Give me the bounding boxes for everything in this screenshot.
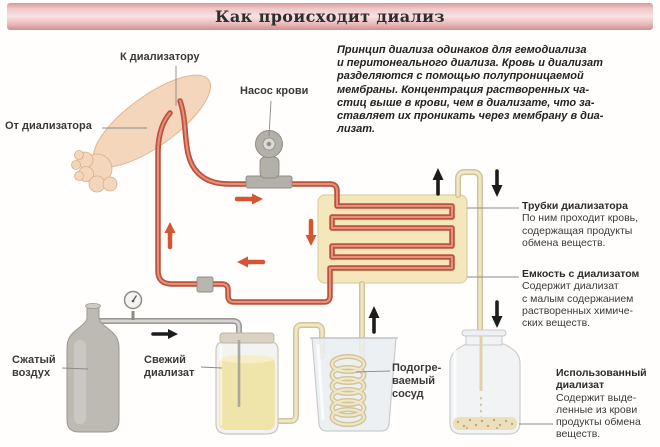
flow-arrow-down-outlet <box>491 169 503 197</box>
callout-dialysate-container-body: Содержит диализат с малым содержанием ра… <box>522 280 634 330</box>
tube-clamp <box>196 276 214 293</box>
flow-arrow-up-dialyzer <box>432 168 444 196</box>
sediment <box>453 417 517 430</box>
callout-used-dialysate-body: Содержит выде- ленные из крови продукты … <box>556 391 641 441</box>
intro-paragraph: Принцип диализа одинаков для гемодиализа… <box>337 44 604 136</box>
callout-lines <box>61 66 553 425</box>
flow-arrow-right-red <box>234 193 263 205</box>
used-dialysate-jar <box>449 329 521 435</box>
air-pipe <box>94 318 242 339</box>
compressed-air-bottle <box>66 302 120 433</box>
page-title: Как происходит диализ <box>214 7 446 26</box>
fresh-dialysate-jar <box>215 332 279 435</box>
callout-dialysate-container: Емкость с диализатом Содержит диализат с… <box>522 268 660 329</box>
flow-arrow-right-black <box>151 329 178 339</box>
flow-arrow-up-riser <box>368 306 380 334</box>
blood-pump <box>245 130 293 189</box>
callout-used-dialysate-title: Использованный диализат <box>556 367 647 392</box>
heating-coil <box>329 354 367 427</box>
flow-arrow-up-red <box>164 222 176 250</box>
blood-tube-circuit <box>155 98 455 305</box>
callout-dialyzer-tubes: Трубки диализатора По ним проходит кровь… <box>522 200 660 249</box>
fist <box>71 150 118 193</box>
label-from-dialyzer: От диализатора <box>5 120 92 132</box>
flow-arrow-down-jar <box>491 300 503 328</box>
callout-used-dialysate: Использованный диализат Содержит выде- л… <box>556 367 660 441</box>
label-blood-pump: Насос крови <box>240 85 309 97</box>
callout-dialyzer-tubes-title: Трубки диализатора <box>522 200 628 212</box>
label-heated-vessel: Подогре- ваемый сосуд <box>392 362 442 400</box>
arm-illustration <box>71 74 212 193</box>
callout-dialysate-container-title: Емкость с диализатом <box>522 268 640 280</box>
flow-arrow-down-red <box>305 218 317 246</box>
label-compressed-air: Сжатый воздух <box>12 354 56 379</box>
blood-flow-arrows <box>164 193 317 268</box>
label-to-dialyzer: К диализатору <box>120 51 200 63</box>
flow-arrow-left-red <box>237 256 266 268</box>
callout-dialyzer-tubes-body: По ним проходит кровь, содержащая продук… <box>522 212 639 249</box>
heated-vessel <box>310 337 398 432</box>
title-banner: Как происходит диализ <box>7 3 653 30</box>
dialysate-flow-arrows <box>151 168 503 339</box>
label-fresh-dialysate: Свежий диализат <box>144 354 195 379</box>
pressure-gauge <box>123 290 143 320</box>
